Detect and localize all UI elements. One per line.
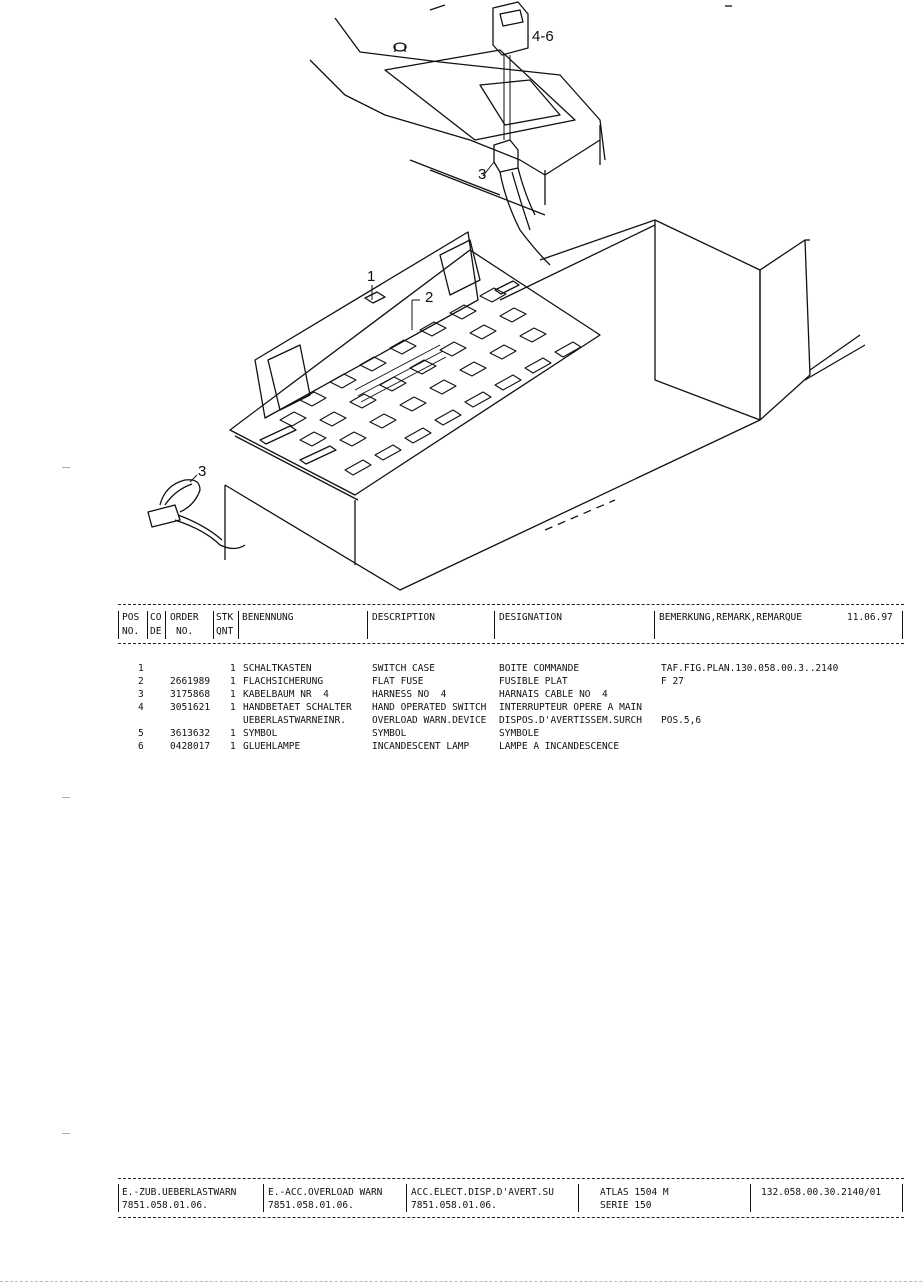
row-designation: FUSIBLE PLAT [499, 676, 568, 687]
table-row: 4 3051621 1 HANDBETAET SCHALTER HAND OPE… [138, 701, 904, 714]
row-qty: 1 [230, 663, 236, 674]
row-description: INCANDESCENT LAMP [372, 741, 470, 752]
row-qty: 1 [230, 676, 236, 687]
callout-2: 2 [425, 289, 434, 306]
callout-3-top: 3 [478, 166, 487, 183]
header-code: CO [150, 612, 162, 623]
callout-1: 1 [367, 268, 376, 285]
footer-en-number: 7851.058.01.06. [268, 1200, 354, 1211]
row-benennung: HANDBETAET SCHALTER [243, 702, 352, 713]
row-description: HAND OPERATED SWITCH [372, 702, 487, 713]
row-benennung: KABELBAUM NR 4 [243, 689, 329, 700]
row-benennung: SYMBOL [243, 728, 278, 739]
row-order: 3051621 [170, 702, 211, 713]
footer-de-title: E.-ZUB.UEBERLASTWARN [122, 1187, 237, 1198]
footer-fr-title: ACC.ELECT.DISP.D'AVERT.SU [411, 1187, 554, 1198]
margin-mark [62, 467, 70, 468]
row-benennung: SCHALTKASTEN [243, 663, 312, 674]
footer-bottom-rule [118, 1217, 904, 1218]
row-qty: 1 [230, 728, 236, 739]
row-qty: 1 [230, 741, 236, 752]
header-description: DESCRIPTION [372, 612, 435, 623]
row-description: OVERLOAD WARN.DEVICE [372, 715, 487, 726]
row-benennung: UEBERLASTWARNEINR. [243, 715, 346, 726]
row-benennung: FLACHSICHERUNG [243, 676, 324, 687]
header-pos: POS [122, 612, 140, 623]
footer-en-title: E.-ACC.OVERLOAD WARN [268, 1187, 383, 1198]
margin-mark [62, 1133, 70, 1134]
header-top-rule [118, 604, 904, 605]
row-description: SWITCH CASE [372, 663, 435, 674]
row-qty: 1 [230, 702, 236, 713]
row-remark: TAF.FIG.PLAN.130.058.00.3..2140 [661, 663, 839, 674]
row-pos: 4 [138, 702, 144, 713]
header-order-no: NO. [176, 626, 194, 637]
header-designation: DESIGNATION [499, 612, 562, 623]
row-description: SYMBOL [372, 728, 407, 739]
row-designation: SYMBOLE [499, 728, 540, 739]
footer-series: SERIE 150 [600, 1200, 652, 1211]
footer-drawing-number: 132.058.00.30.2140/01 [761, 1187, 882, 1198]
row-remark: POS.5,6 [661, 715, 702, 726]
header-date: 11.06.97 [847, 612, 893, 623]
callout-4-6: 4-6 [532, 28, 554, 45]
margin-mark [62, 797, 70, 798]
header-code-de: DE [150, 626, 162, 637]
row-pos: 6 [138, 741, 144, 752]
table-row: 3 3175868 1 KABELBAUM NR 4 HARNESS NO 4 … [138, 688, 904, 701]
row-pos: 2 [138, 676, 144, 687]
table-row: 5 3613632 1 SYMBOL SYMBOL SYMBOLE [138, 727, 904, 740]
row-pos: 3 [138, 689, 144, 700]
row-description: FLAT FUSE [372, 676, 424, 687]
row-order: 3613632 [170, 728, 211, 739]
header-remark: BEMERKUNG,REMARK,REMARQUE [659, 612, 802, 623]
header-benennung: BENENNUNG [242, 612, 294, 623]
row-designation: LAMPE A INCANDESCENCE [499, 741, 620, 752]
row-designation: DISPOS.D'AVERTISSEM.SURCH [499, 715, 642, 726]
row-designation: BOITE COMMANDE [499, 663, 580, 674]
header-qnt: QNT [216, 626, 234, 637]
row-designation: INTERRUPTEUR OPERE A MAIN [499, 702, 642, 713]
exploded-parts-drawing [147, 1, 866, 591]
row-qty: 1 [230, 689, 236, 700]
row-order: 3175868 [170, 689, 211, 700]
header-bottom-rule [118, 643, 904, 644]
row-description: HARNESS NO 4 [372, 689, 447, 700]
title-block: E.-ZUB.UEBERLASTWARN 7851.058.01.06. E.-… [118, 1178, 904, 1222]
table-row: 2 2661989 1 FLACHSICHERUNG FLAT FUSE FUS… [138, 675, 904, 688]
row-pos: 5 [138, 728, 144, 739]
header-pos-no: NO. [122, 626, 140, 637]
row-benennung: GLUEHLAMPE [243, 741, 301, 752]
header-order: ORDER [170, 612, 199, 623]
table-row: 1 1 SCHALTKASTEN SWITCH CASE BOITE COMMA… [138, 662, 904, 675]
header-stk: STK [216, 612, 234, 623]
row-pos: 1 [138, 663, 144, 674]
callout-3-bottom: 3 [198, 463, 207, 480]
footer-fr-number: 7851.058.01.06. [411, 1200, 497, 1211]
row-remark: F 27 [661, 676, 684, 687]
table-row: UEBERLASTWARNEINR. OVERLOAD WARN.DEVICE … [138, 714, 904, 727]
footer-top-rule [118, 1178, 904, 1179]
row-designation: HARNAIS CABLE NO 4 [499, 689, 608, 700]
row-order: 2661989 [170, 676, 211, 687]
footer-de-number: 7851.058.01.06. [122, 1200, 208, 1211]
table-row: 6 0428017 1 GLUEHLAMPE INCANDESCENT LAMP… [138, 740, 904, 753]
row-order: 0428017 [170, 741, 211, 752]
page-bottom-rule [0, 1281, 922, 1282]
footer-model: ATLAS 1504 M [600, 1187, 669, 1198]
parts-table-header: POS NO. CO DE ORDER NO. STK QNT BENENNUN… [118, 605, 904, 639]
